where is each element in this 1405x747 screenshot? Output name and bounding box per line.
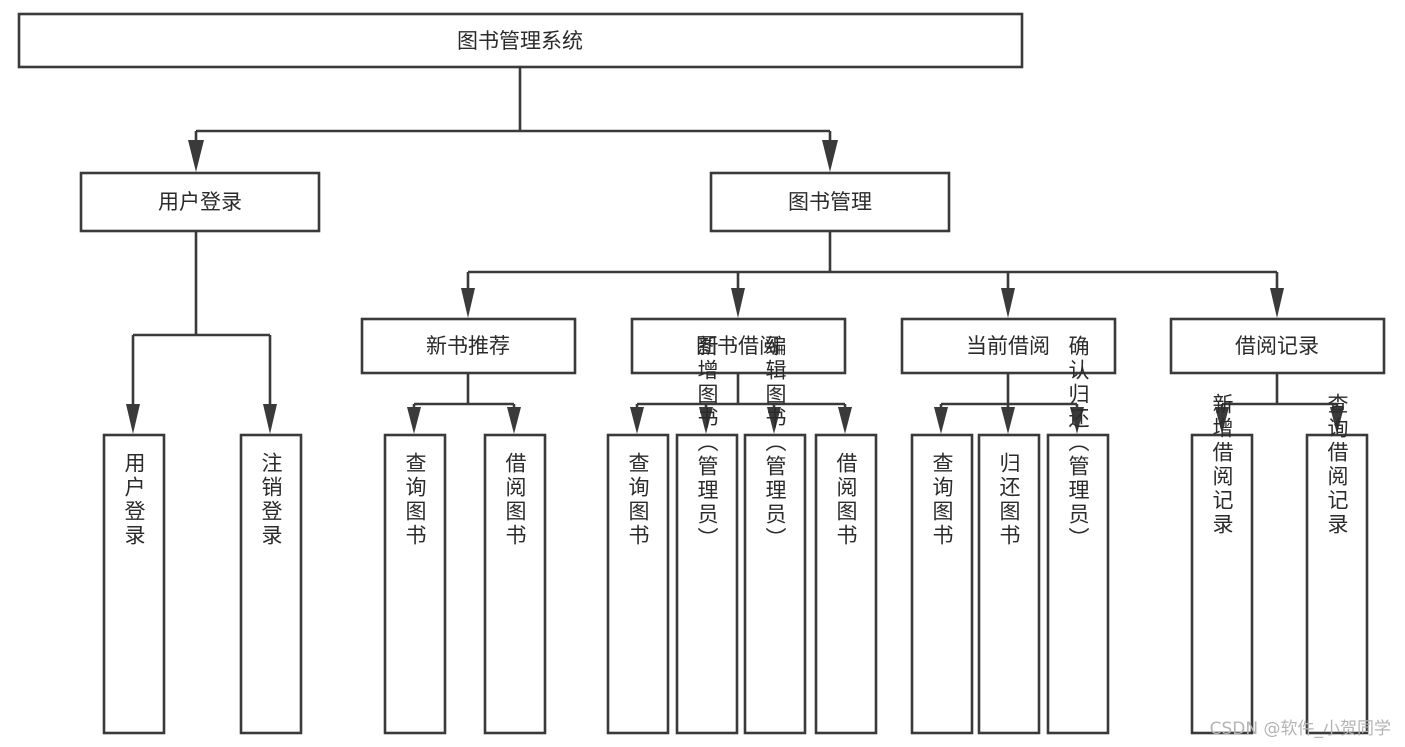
arrow-head-leaf-borrow-book-2 (838, 407, 852, 434)
node-user-login[interactable]: 用户登录 (79, 171, 321, 233)
node-leaf-query-borrow-record-label: 查询借阅记录 (1325, 393, 1349, 537)
node-leaf-borrow-book-1-box[interactable] (483, 433, 547, 735)
node-leaf-query-borrow-record[interactable]: 查询借阅记录 (1305, 393, 1369, 735)
node-leaf-logout-login-box[interactable] (239, 433, 303, 735)
node-leaf-add-borrow-record[interactable]: 新增借阅记录 (1190, 393, 1254, 735)
node-leaf-user-login-box[interactable] (102, 433, 166, 735)
node-leaf-query-book-3[interactable]: 查询图书 (910, 433, 974, 735)
node-book-borrow[interactable]: 图书借阅 (630, 317, 847, 375)
connector-group-current-borrow-to-leaves (934, 373, 1084, 434)
node-leaf-confirm-return-admin-box[interactable] (1046, 433, 1110, 735)
arrow-head-leaf-query-book-3 (934, 407, 948, 434)
node-book-borrow-box[interactable] (630, 317, 847, 375)
arrow-head-book-borrow (731, 288, 745, 318)
node-leaf-query-book-2[interactable]: 查询图书 (606, 433, 670, 735)
node-leaf-edit-book-admin-box[interactable] (743, 433, 807, 735)
arrow-head-leaf-borrow-book-1 (507, 407, 521, 434)
connector-group-book-manage-to-level3 (461, 231, 1284, 318)
arrow-head-leaf-query-book-2 (630, 407, 644, 434)
node-leaf-add-borrow-record-box[interactable] (1190, 433, 1254, 735)
arrow-head-new-book-recommend (461, 288, 475, 318)
node-leaf-return-book-box[interactable] (977, 433, 1041, 735)
csdn-watermark: CSDN @软件_小贺同学 (1209, 719, 1391, 739)
node-leaf-logout-login-label: 注销登录 (259, 452, 283, 548)
node-leaf-edit-book-admin[interactable]: 编辑图书（管理员） (743, 335, 807, 735)
arrow-head-leaf-confirm-return-admin (1070, 407, 1084, 434)
node-leaf-confirm-return-admin-label: 确认归还（管理员） (1066, 335, 1090, 551)
node-leaf-query-book-1-box[interactable] (383, 433, 447, 735)
connector-group-borrow-record-to-leaves (1215, 373, 1344, 434)
node-root-box[interactable] (17, 12, 1024, 69)
node-user-login-label: 用户登录 (158, 190, 242, 214)
connector-group-user-login-to-leaves (126, 231, 277, 434)
node-leaf-query-book-2-box[interactable] (606, 433, 670, 735)
node-leaf-logout-login[interactable]: 注销登录 (239, 433, 303, 735)
node-leaf-confirm-return-admin[interactable]: 确认归还（管理员） (1046, 335, 1110, 735)
node-book-manage[interactable]: 图书管理 (709, 171, 951, 233)
node-new-book-recommend[interactable]: 新书推荐 (360, 317, 577, 375)
arrow-head-leaf-add-borrow-record (1215, 407, 1229, 434)
node-leaf-user-login-label: 用户登录 (122, 452, 146, 548)
node-book-manage-box[interactable] (709, 171, 951, 233)
arrow-head-leaf-add-book-admin (699, 407, 713, 434)
arrow-head-leaf-edit-book-admin (767, 407, 781, 434)
arrow-head-leaf-return-book (1001, 407, 1015, 434)
node-leaf-borrow-book-2-label: 借阅图书 (834, 452, 858, 548)
node-leaf-query-book-3-box[interactable] (910, 433, 974, 735)
node-leaf-add-borrow-record-label: 新增借阅记录 (1210, 393, 1234, 537)
arrow-head-user-login (188, 140, 204, 172)
node-book-manage-label: 图书管理 (788, 190, 872, 214)
node-leaf-query-book-1-label: 查询图书 (403, 452, 427, 548)
node-current-borrow-box[interactable] (900, 317, 1117, 375)
node-leaf-add-book-admin-label: 新增图书（管理员） (695, 335, 719, 551)
node-leaf-edit-book-admin-label: 编辑图书（管理员） (763, 335, 787, 551)
node-root-label: 图书管理系统 (457, 29, 583, 53)
node-leaf-borrow-book-1-label: 借阅图书 (503, 452, 527, 548)
arrow-head-leaf-query-borrow-record (1330, 407, 1344, 434)
node-leaf-add-book-admin[interactable]: 新增图书（管理员） (675, 335, 739, 735)
arrow-head-leaf-logout-login (263, 404, 277, 434)
node-leaf-query-borrow-record-box[interactable] (1305, 433, 1369, 735)
arrow-head-leaf-query-book-1 (407, 407, 421, 434)
node-leaf-return-book-label: 归还图书 (997, 452, 1021, 548)
node-borrow-record-label: 借阅记录 (1235, 334, 1319, 358)
node-leaf-query-book-2-label: 查询图书 (626, 452, 650, 548)
node-leaf-borrow-book-2-box[interactable] (814, 433, 878, 735)
connector-group-root-to-level2 (188, 67, 838, 172)
node-book-borrow-label: 图书借阅 (696, 334, 780, 358)
node-leaf-return-book[interactable]: 归还图书 (977, 433, 1041, 735)
node-root[interactable]: 图书管理系统 (17, 12, 1024, 69)
node-leaf-query-book-1[interactable]: 查询图书 (383, 433, 447, 735)
node-new-book-recommend-label: 新书推荐 (426, 334, 510, 358)
node-user-login-box[interactable] (79, 171, 321, 233)
node-borrow-record-box[interactable] (1169, 317, 1386, 375)
node-borrow-record[interactable]: 借阅记录 (1169, 317, 1386, 375)
node-leaf-query-book-3-label: 查询图书 (930, 452, 954, 548)
node-leaf-user-login[interactable]: 用户登录 (102, 433, 166, 735)
node-current-borrow-label: 当前借阅 (966, 334, 1050, 358)
arrow-head-current-borrow (1001, 288, 1015, 318)
node-leaf-borrow-book-2[interactable]: 借阅图书 (814, 433, 878, 735)
node-new-book-recommend-box[interactable] (360, 317, 577, 375)
connector-group-book-borrow-to-leaves (630, 373, 852, 434)
node-leaf-add-book-admin-box[interactable] (675, 433, 739, 735)
arrow-head-book-manage (822, 140, 838, 172)
arrow-head-leaf-user-login (126, 404, 140, 434)
arrow-head-borrow-record (1270, 288, 1284, 318)
node-leaf-borrow-book-1[interactable]: 借阅图书 (483, 433, 547, 735)
node-current-borrow[interactable]: 当前借阅 (900, 317, 1117, 375)
connector-group-new-book-recommend-to-leaves (407, 373, 521, 434)
